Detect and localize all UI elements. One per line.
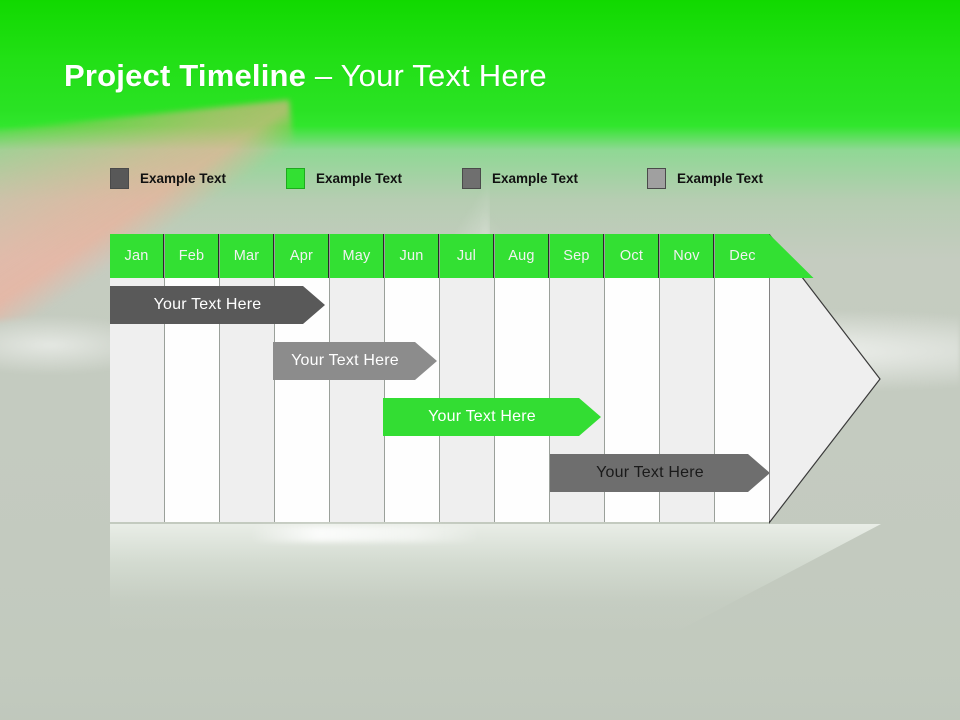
legend-item-2[interactable]: Example Text bbox=[286, 168, 402, 189]
legend-label-1: Example Text bbox=[140, 170, 227, 186]
task-bar-label-3: Your Text Here bbox=[428, 408, 536, 425]
page-title-light: – Your Text Here bbox=[306, 58, 547, 93]
legend-swatch-icon-3 bbox=[462, 168, 481, 189]
month-header-jan[interactable]: Jan bbox=[110, 234, 164, 278]
task-bar-3[interactable]: Your Text Here bbox=[383, 398, 601, 436]
legend-swatch-icon-2 bbox=[286, 168, 305, 189]
timeline-column-feb: Feb bbox=[165, 234, 220, 522]
month-header-aug[interactable]: Aug bbox=[495, 234, 549, 278]
month-header-oct[interactable]: Oct bbox=[605, 234, 659, 278]
legend-swatch-icon-1 bbox=[110, 168, 129, 189]
legend-item-1[interactable]: Example Text bbox=[110, 168, 226, 189]
timeline-column-jul: Jul bbox=[440, 234, 495, 522]
legend-swatch-icon-4 bbox=[647, 168, 666, 189]
background-bottom-fade bbox=[0, 560, 960, 720]
month-header-sep[interactable]: Sep bbox=[550, 234, 604, 278]
timeline-column-jan: Jan bbox=[110, 234, 165, 522]
task-bar-arrow-icon-1 bbox=[110, 286, 325, 324]
month-header-feb[interactable]: Feb bbox=[165, 234, 219, 278]
task-bar-arrow-icon-4 bbox=[550, 454, 770, 492]
month-header-jul[interactable]: Jul bbox=[440, 234, 494, 278]
month-header-dec[interactable]: Dec bbox=[715, 234, 770, 278]
month-header-may[interactable]: May bbox=[330, 234, 384, 278]
legend-label-4: Example Text bbox=[677, 170, 764, 186]
task-bar-4[interactable]: Your Text Here bbox=[550, 454, 770, 492]
task-bar-arrow-icon-3 bbox=[383, 398, 601, 436]
legend-item-4[interactable]: Example Text bbox=[647, 168, 763, 189]
legend-label-3: Example Text bbox=[492, 170, 579, 186]
task-bar-arrow-icon-2 bbox=[273, 342, 437, 380]
task-bar-label-2: Your Text Here bbox=[291, 352, 399, 369]
legend: Example Text Example Text Example Text Exam… bbox=[110, 168, 810, 198]
legend-label-2: Example Text bbox=[316, 170, 403, 186]
task-bar-2[interactable]: Your Text Here bbox=[273, 342, 437, 380]
month-header-apr[interactable]: Apr bbox=[275, 234, 329, 278]
page-title-strong: Project Timeline bbox=[64, 58, 307, 93]
task-bar-label-1: Your Text Here bbox=[153, 296, 262, 313]
month-header-nov[interactable]: Nov bbox=[660, 234, 714, 278]
task-bar-label-4: Your Text Here bbox=[596, 464, 704, 481]
timeline-column-aug: Aug bbox=[495, 234, 550, 522]
month-header-jun[interactable]: Jun bbox=[385, 234, 439, 278]
legend-item-3[interactable]: Example Text bbox=[462, 168, 578, 189]
timeline-column-mar: Mar bbox=[220, 234, 275, 522]
month-header-mar[interactable]: Mar bbox=[220, 234, 274, 278]
page-title: Project Timeline – Your Text Here bbox=[64, 58, 547, 94]
task-bar-1[interactable]: Your Text Here bbox=[110, 286, 325, 324]
